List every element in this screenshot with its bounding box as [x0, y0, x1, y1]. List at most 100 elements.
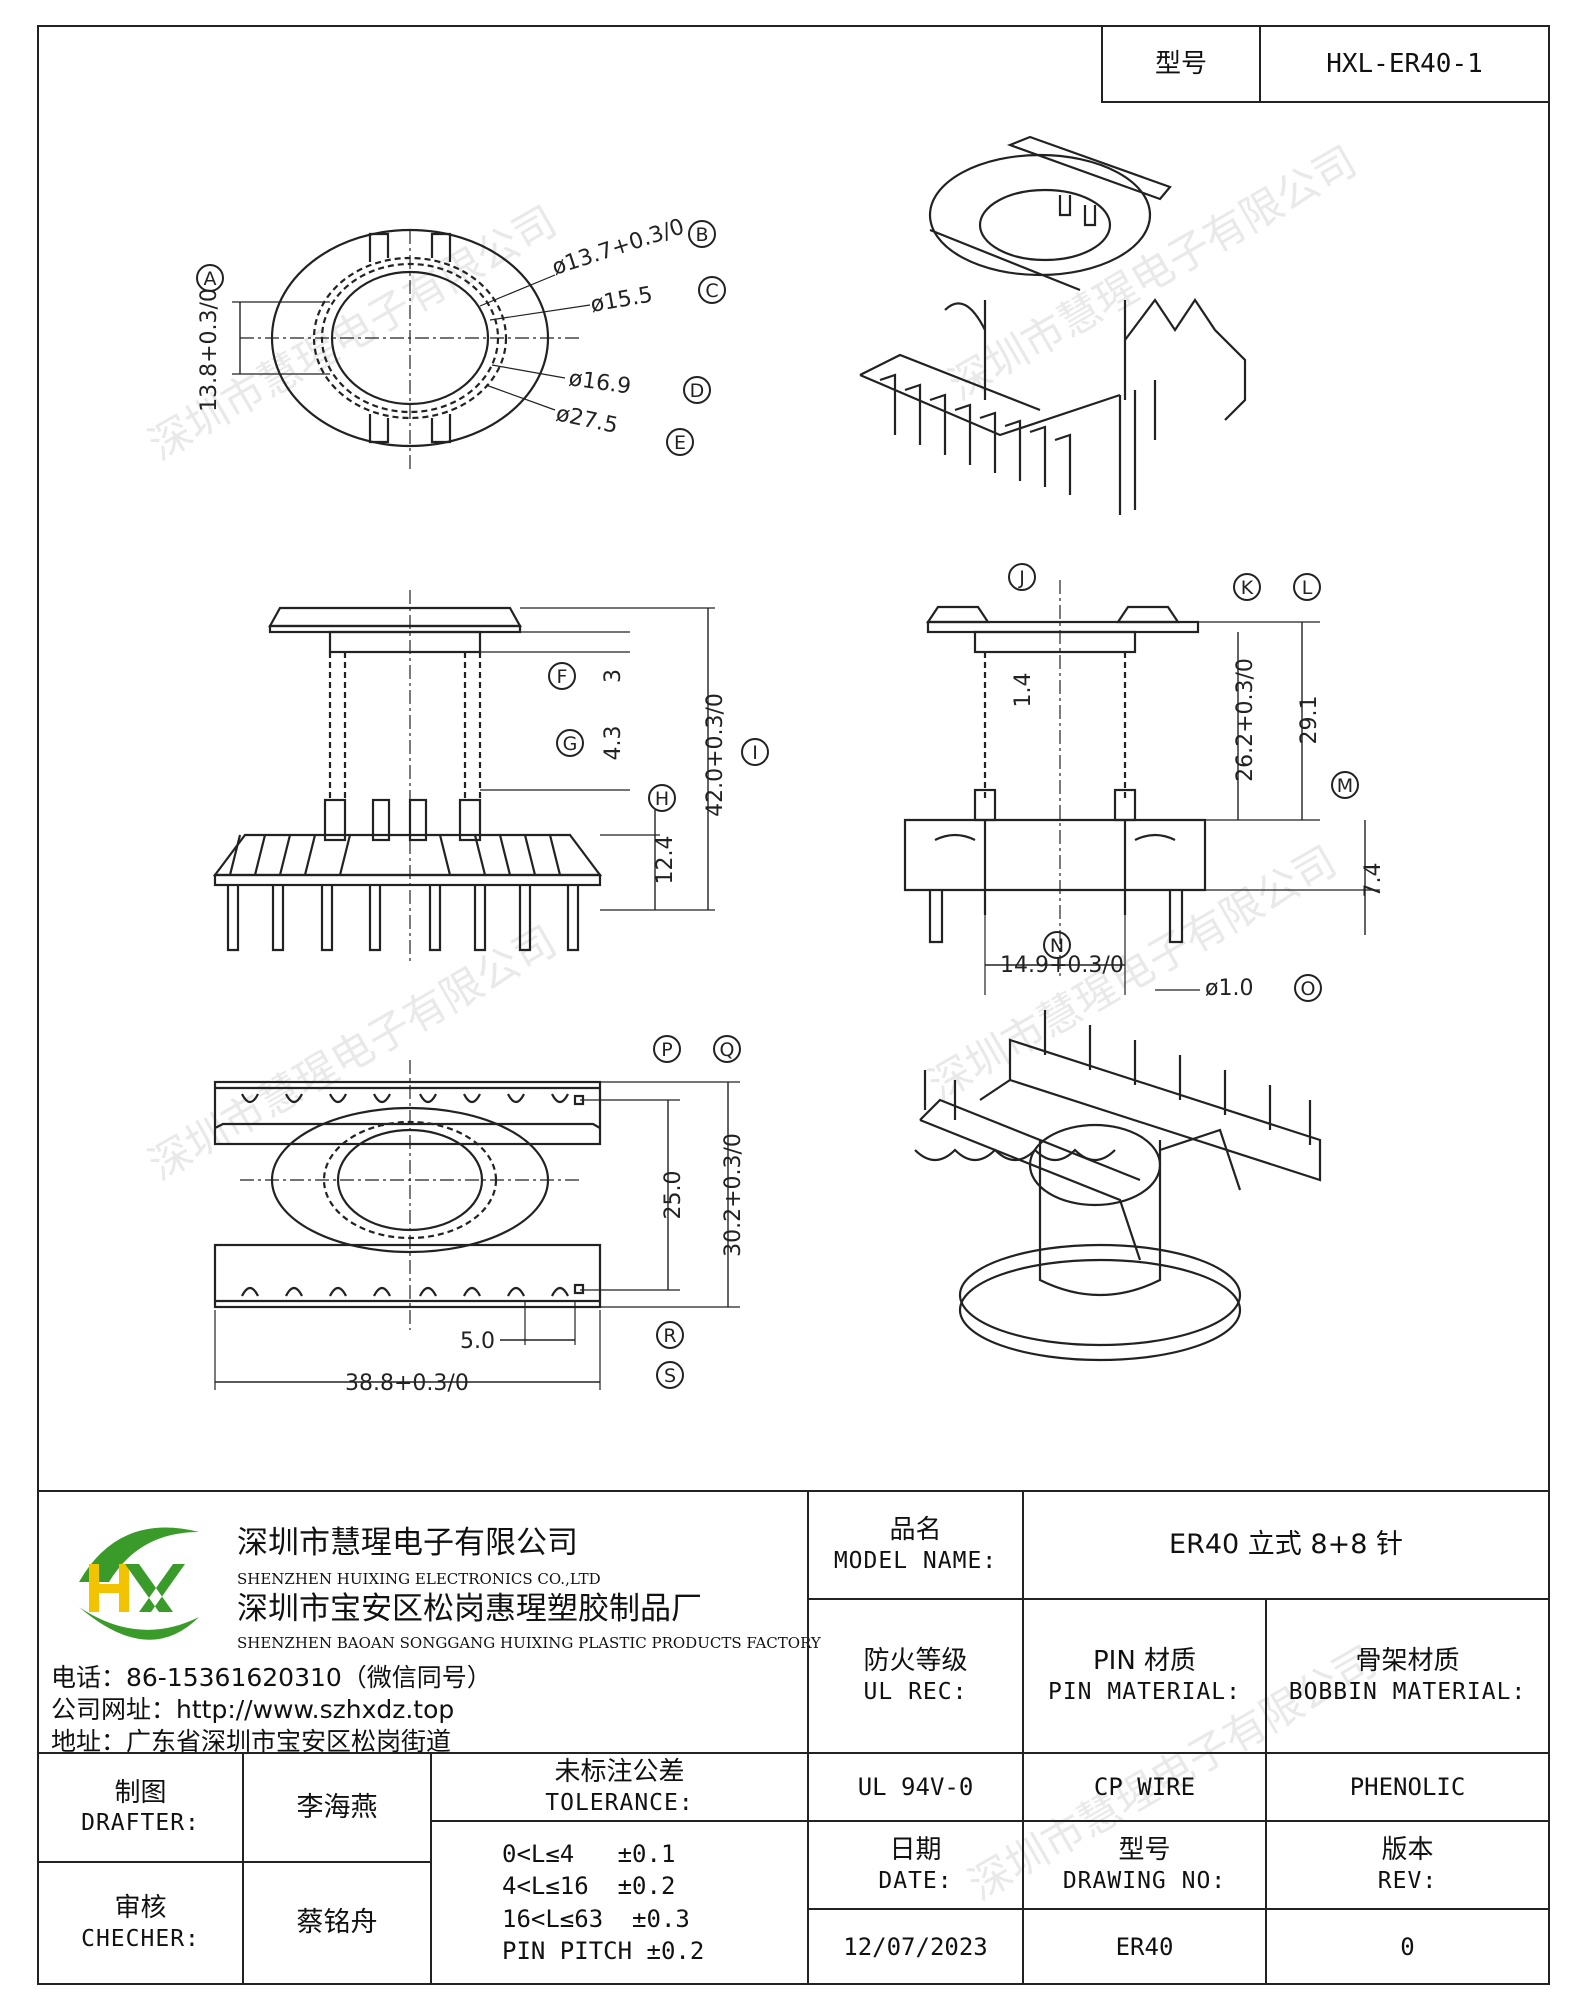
dim-r: 5.0 — [460, 1329, 495, 1354]
company-name-en: SHENZHEN HUIXING ELECTRONICS CO.,LTD — [237, 1570, 601, 1588]
factory-name-en: SHENZHEN BAOAN SONGGANG HUIXING PLASTIC … — [237, 1634, 821, 1652]
top-view — [232, 228, 591, 470]
rev-value: 0 — [1265, 1908, 1550, 1985]
ul-label: 防火等级 UL REC: — [807, 1598, 1024, 1754]
dim-b: ø13.7+0.3/0 — [549, 215, 687, 281]
pin-value-text: CP WIRE — [1093, 1773, 1196, 1801]
checker-label: 审核 CHECHER: — [37, 1861, 244, 1985]
dim-a: 13.8+0.3/0 — [197, 288, 222, 412]
tolerance-label: 未标注公差 TOLERANCE: — [430, 1752, 809, 1822]
dim-d: ø16.9 — [567, 366, 632, 399]
callout-label: J — [1018, 567, 1025, 589]
bobbin-cn: 骨架材质 — [1355, 1646, 1460, 1677]
dim-g: 4.3 — [601, 726, 626, 761]
rev-label: 版本 REV: — [1265, 1820, 1550, 1910]
drawing-value-text: ER40 — [1115, 1932, 1174, 1961]
drafter-value: 李海燕 — [242, 1752, 432, 1863]
dim-s: 38.8+0.3/0 — [345, 1371, 469, 1396]
checker-en: CHECHER: — [81, 1925, 200, 1952]
callout-label: K — [1241, 577, 1254, 599]
drafter-cn: 制图 — [114, 1777, 167, 1808]
dim-k: 26.2+0.3/0 — [1233, 658, 1258, 782]
company-block: 深圳市慧瑆电子有限公司 SHENZHEN HUIXING ELECTRONICS… — [37, 1490, 821, 1756]
callout-label: I — [752, 742, 758, 764]
drawing-cn: 型号 — [1118, 1835, 1171, 1866]
dim-e: ø27.5 — [554, 401, 620, 438]
checker-value-text: 蔡铭舟 — [296, 1907, 378, 1939]
tolerance-row: 16<L≤63 ±0.3 — [502, 1904, 690, 1933]
pin-value: CP WIRE — [1022, 1752, 1267, 1822]
callout-label: O — [1301, 978, 1316, 1000]
bobbin-value: PHENOLIC — [1265, 1752, 1550, 1822]
header-model-value: HXL-ER40-1 — [1259, 25, 1550, 103]
dim-c: ø15.5 — [589, 282, 655, 317]
drafter-value-text: 李海燕 — [296, 1791, 378, 1823]
dim-m: 7.4 — [1361, 863, 1386, 898]
callout-label: G — [563, 733, 578, 755]
drawing-value: ER40 — [1022, 1908, 1267, 1985]
callout-label: A — [204, 268, 217, 290]
callout-label: C — [705, 280, 718, 302]
pin-en: PIN MATERIAL: — [1047, 1678, 1241, 1705]
callout-label: Q — [720, 1039, 735, 1061]
drafter-en: DRAFTER: — [81, 1810, 200, 1837]
isometric-view-top — [859, 135, 1247, 515]
company-website: 公司网址：http://www.szhxdz.top — [51, 1695, 455, 1724]
model-name-label: 品名 MODEL NAME: — [807, 1490, 1024, 1600]
model-name-en: MODEL NAME: — [833, 1547, 998, 1574]
rev-en: REV: — [1377, 1867, 1438, 1894]
front-view — [212, 590, 715, 965]
callout-label: F — [557, 666, 568, 688]
model-name-cn: 品名 — [889, 1515, 942, 1546]
checker-cn: 审核 — [114, 1893, 167, 1924]
ul-value-text: UL 94V-0 — [857, 1773, 974, 1801]
header-model-value-text: HXL-ER40-1 — [1326, 48, 1483, 79]
callout-label: N — [1050, 935, 1064, 957]
tolerance-row: 4<L≤16 ±0.2 — [502, 1872, 676, 1901]
company-logo — [79, 1527, 199, 1640]
ul-value: UL 94V-0 — [807, 1752, 1024, 1822]
pin-label: PIN 材质 PIN MATERIAL: — [1022, 1598, 1267, 1754]
factory-name-cn: 深圳市宝安区松岗惠瑆塑胶制品厂 — [237, 1591, 702, 1627]
callout-label: L — [1302, 577, 1313, 599]
dim-o: ø1.0 — [1205, 976, 1253, 1001]
company-address: 地址：广东省深圳市宝安区松岗街道 — [51, 1727, 452, 1756]
dim-l: 29.1 — [1297, 696, 1322, 745]
technical-drawing: A B C D E F G H I J K L M N O P Q R S 13… — [196, 135, 1386, 1396]
tolerance-en: TOLERANCE: — [545, 1789, 694, 1816]
date-value: 12/07/2023 — [807, 1908, 1024, 1985]
tolerance-list: 0<L≤4 ±0.1 4<L≤16 ±0.2 16<L≤63 ±0.3 PIN … — [430, 1820, 809, 1985]
tolerance-cn: 未标注公差 — [554, 1757, 685, 1788]
callout-label: S — [664, 1365, 676, 1387]
pin-cn: PIN 材质 — [1092, 1646, 1197, 1677]
ul-cn: 防火等级 — [863, 1646, 968, 1677]
callout-label: B — [695, 224, 708, 246]
header-model-label-text: 型号 — [1154, 48, 1207, 79]
date-en: DATE: — [878, 1867, 953, 1894]
callout-label: E — [674, 432, 686, 454]
dim-q: 30.2+0.3/0 — [721, 1133, 746, 1257]
dim-f: 3 — [601, 669, 626, 683]
bobbin-label: 骨架材质 BOBBIN MATERIAL: — [1265, 1598, 1550, 1754]
bobbin-en: BOBBIN MATERIAL: — [1288, 1678, 1527, 1705]
drawing-label: 型号 DRAWING NO: — [1022, 1820, 1267, 1910]
checker-value: 蔡铭舟 — [242, 1861, 432, 1985]
model-name-value: ER40 立式 8+8 针 — [1022, 1490, 1550, 1600]
date-value-text: 12/07/2023 — [843, 1932, 988, 1961]
dim-n: 14.9+0.3/0 — [1000, 953, 1124, 978]
drafter-label: 制图 DRAFTER: — [37, 1752, 244, 1863]
callout-label: R — [663, 1325, 676, 1347]
bottom-view — [213, 1060, 740, 1390]
callout-label: H — [655, 788, 669, 810]
dim-h: 12.4 — [653, 836, 678, 885]
tolerance-row: 0<L≤4 ±0.1 — [502, 1839, 676, 1868]
date-label: 日期 DATE: — [807, 1820, 1024, 1910]
drawing-en: DRAWING NO: — [1062, 1867, 1227, 1894]
dim-p: 25.0 — [661, 1171, 686, 1220]
dim-j: 1.4 — [1011, 673, 1036, 708]
ul-en: UL REC: — [863, 1678, 968, 1705]
bobbin-value-text: PHENOLIC — [1349, 1773, 1466, 1801]
rev-cn: 版本 — [1381, 1835, 1434, 1866]
callout-label: P — [661, 1039, 672, 1061]
rev-value-text: 0 — [1400, 1932, 1415, 1961]
